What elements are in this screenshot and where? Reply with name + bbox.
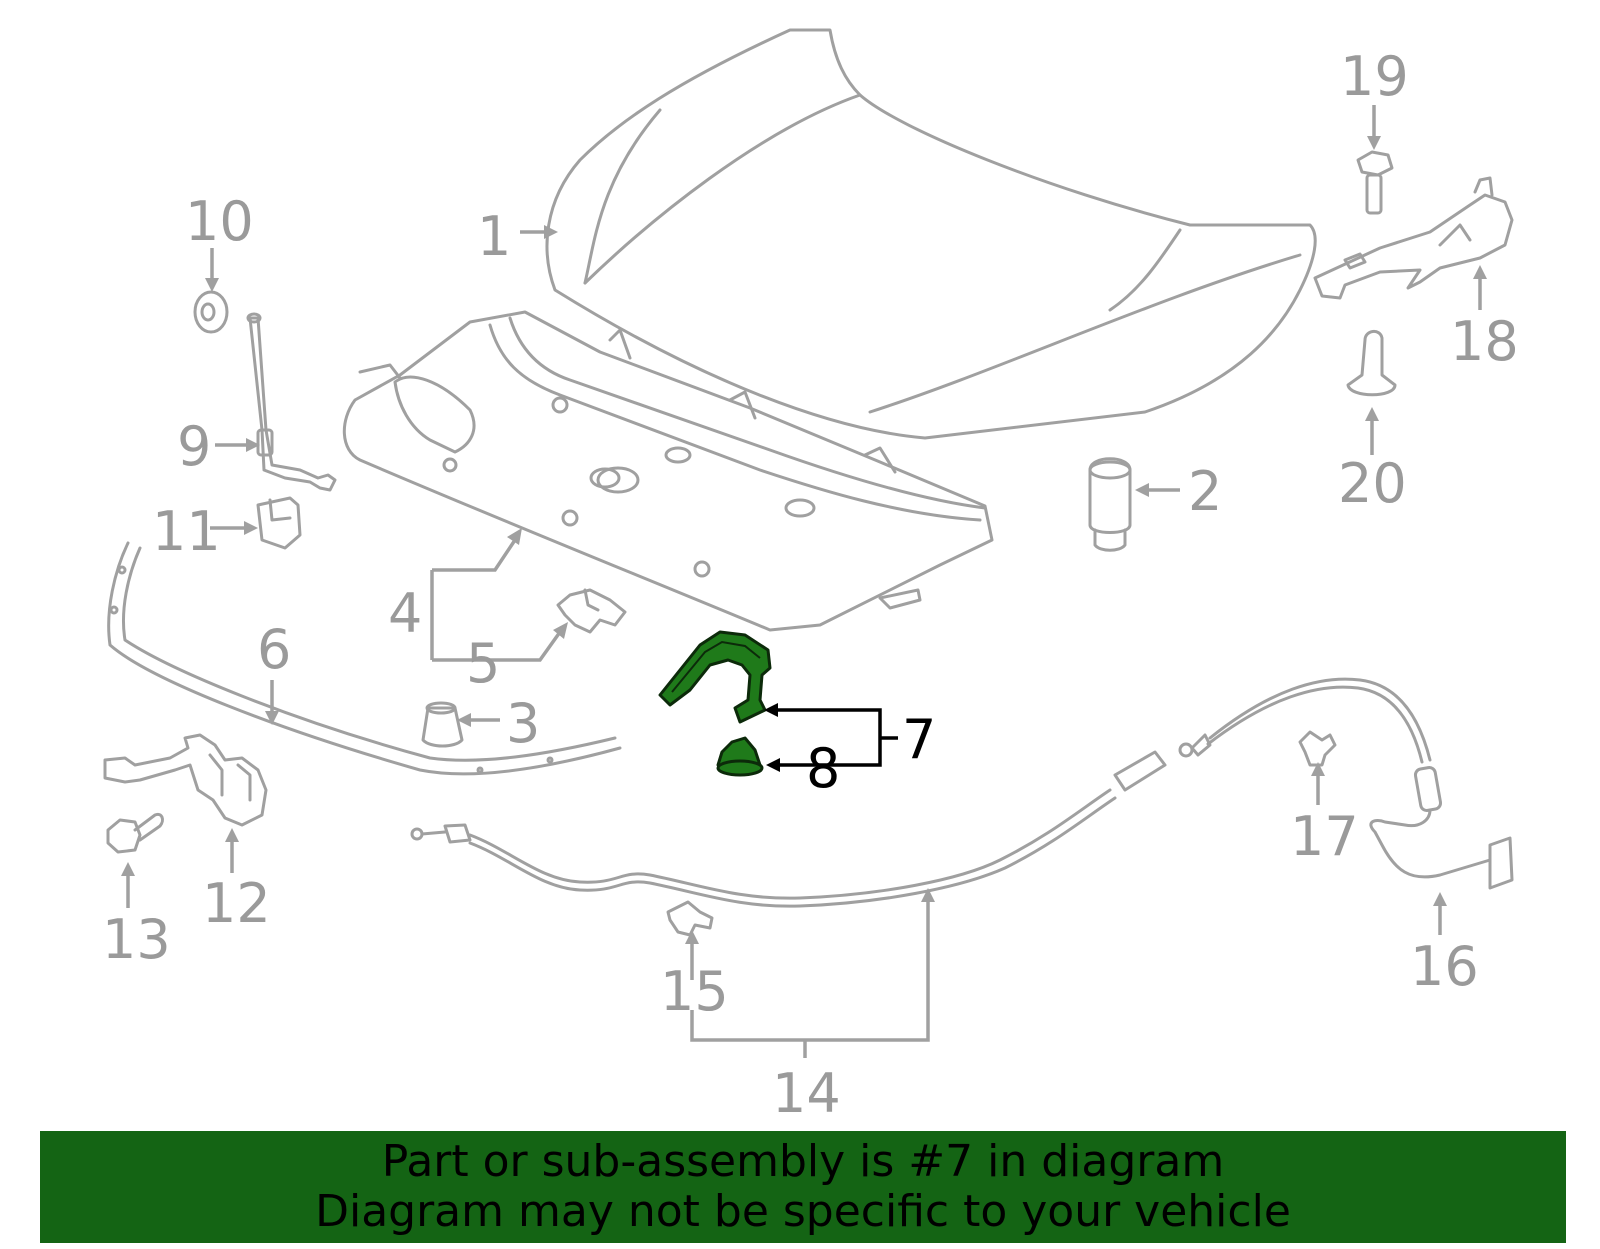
hood-insulator-part [342, 310, 994, 632]
small-bumper-part [421, 701, 464, 748]
callout-14: 14 [772, 1062, 841, 1125]
callout-16: 16 [1410, 935, 1479, 998]
banner-line-disclaimer: Diagram may not be specific to your vehi… [315, 1186, 1291, 1237]
callout-19: 19 [1340, 45, 1409, 108]
callout-5: 5 [466, 632, 500, 695]
callout-10: 10 [185, 190, 254, 253]
release-cable-part [410, 677, 1514, 908]
callout-2: 2 [1188, 460, 1222, 523]
callout-4: 4 [388, 582, 422, 645]
callout-17: 17 [1290, 805, 1359, 868]
holder-11-part [256, 496, 302, 550]
hood-seal-part [107, 541, 622, 776]
callout-15: 15 [660, 960, 729, 1023]
bolt-19-part [1356, 150, 1394, 215]
callout-8: 8 [806, 737, 840, 800]
hood-bumper-part [1088, 457, 1132, 552]
clip-17-part [1298, 730, 1337, 767]
leader-lines [121, 105, 1487, 1058]
highlight-leader-lines [764, 703, 898, 772]
callout-1: 1 [477, 205, 511, 268]
support-rod-part [246, 312, 337, 492]
banner-line-part-number: Part or sub-assembly is #7 in diagram [381, 1136, 1225, 1187]
hood-hinge-part [1313, 176, 1514, 300]
callout-9: 9 [177, 415, 211, 478]
grommet-part [193, 290, 229, 334]
callout-7: 7 [902, 708, 936, 771]
hood-lock-part [103, 733, 268, 827]
callout-18: 18 [1450, 310, 1519, 373]
callout-20: 20 [1338, 452, 1407, 515]
callout-6: 6 [257, 618, 291, 681]
bolt-13-part [106, 812, 164, 854]
clip-15-part [666, 900, 714, 937]
info-banner: Part or sub-assembly is #7 in diagram Di… [40, 1131, 1566, 1243]
clip-8-part-highlighted [716, 736, 764, 777]
callout-3: 3 [506, 692, 540, 755]
clip-20-part [1346, 330, 1397, 397]
hood-part [545, 28, 1317, 440]
clip-5-part [556, 588, 627, 634]
callout-13: 13 [102, 908, 171, 971]
hood-rod-holder-part-highlighted [658, 630, 772, 724]
callout-12: 12 [202, 872, 271, 935]
callout-11: 11 [152, 500, 221, 563]
